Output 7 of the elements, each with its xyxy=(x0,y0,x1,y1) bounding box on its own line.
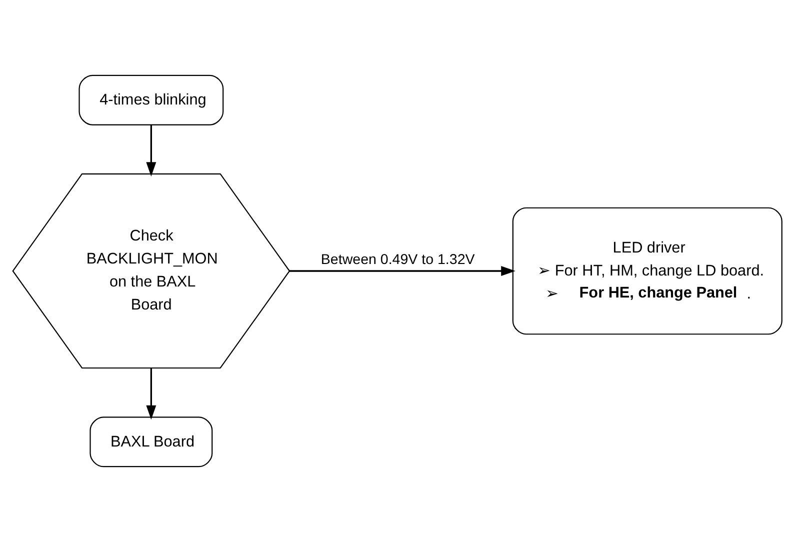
node-box: LED driver ➢ For HT, HM, change LD board. ➢ For HE, change Panel. xyxy=(512,206,782,334)
arrow xyxy=(289,266,516,276)
arrow xyxy=(146,124,156,176)
arrow xyxy=(146,368,156,420)
node-box: 4-times blinking xyxy=(78,74,224,125)
edge-label: Between 0.49V to 1.32V xyxy=(320,251,475,268)
node-box: BAXL Board xyxy=(90,416,213,467)
